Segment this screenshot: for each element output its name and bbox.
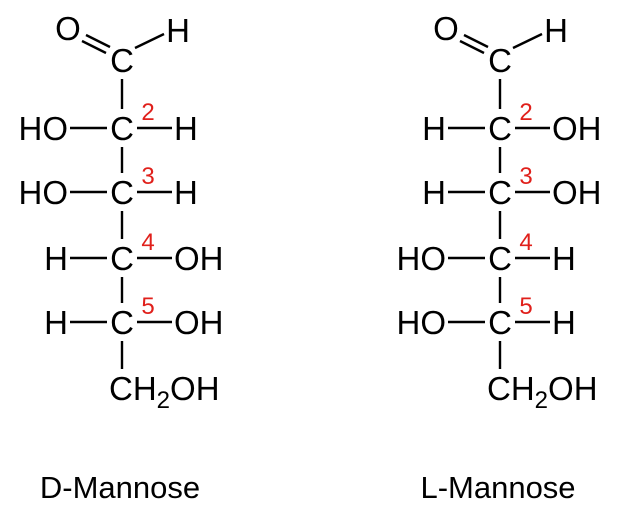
double-bond [463, 33, 489, 49]
carbon-5: C [110, 304, 134, 341]
molecule-name: D-Mannose [40, 470, 200, 505]
molecule-name: L-Mannose [420, 470, 575, 505]
carbon-2: C [488, 110, 512, 147]
right-substituent: H [552, 304, 576, 341]
carbon-3: C [110, 174, 134, 211]
ch-part: CH [487, 370, 535, 407]
carbon-4: C [110, 240, 134, 277]
single-bond [134, 32, 165, 50]
subscript-2: 2 [535, 387, 548, 414]
carbon-number-label: 4 [141, 229, 154, 256]
carbon-4: C [488, 240, 512, 277]
carbon-number-label: 2 [141, 99, 154, 126]
hydroxymethyl-group: CH2OH [109, 370, 220, 414]
double-bond [459, 39, 485, 55]
left-substituent: HO [397, 240, 447, 277]
right-substituent: H [174, 110, 198, 147]
left-substituent: H [422, 110, 446, 147]
right-substituent: OH [552, 174, 602, 211]
carbon-1: C [110, 42, 134, 79]
right-substituent: OH [552, 110, 602, 147]
right-substituent: H [552, 240, 576, 277]
carbon-number-label: 5 [519, 293, 532, 320]
hydroxymethyl-group: CH2OH [487, 370, 598, 414]
carbon-number-label: 4 [519, 229, 532, 256]
single-bond [512, 32, 543, 50]
left-substituent: HO [397, 304, 447, 341]
aldehyde-oxygen: O [433, 10, 459, 47]
oh-part: OH [170, 370, 220, 407]
carbon-3: C [488, 174, 512, 211]
carbon-1: C [488, 42, 512, 79]
right-substituent: OH [174, 304, 224, 341]
aldehyde-hydrogen: H [544, 12, 568, 49]
carbon-5: C [488, 304, 512, 341]
double-bond [81, 39, 107, 55]
right-substituent: OH [174, 240, 224, 277]
aldehyde-hydrogen: H [166, 12, 190, 49]
left-substituent: HO [19, 174, 69, 211]
carbon-number-label: 5 [141, 293, 154, 320]
left-substituent: H [44, 240, 68, 277]
left-substituent: HO [19, 110, 69, 147]
carbon-number-label: 3 [141, 163, 154, 190]
carbon-2: C [110, 110, 134, 147]
oh-part: OH [548, 370, 598, 407]
left-substituent: H [422, 174, 446, 211]
aldehyde-oxygen: O [55, 10, 81, 47]
subscript-2: 2 [157, 387, 170, 414]
double-bond [85, 33, 111, 49]
carbon-number-label: 3 [519, 163, 532, 190]
left-substituent: H [44, 304, 68, 341]
right-substituent: H [174, 174, 198, 211]
carbon-number-label: 2 [519, 99, 532, 126]
ch-part: CH [109, 370, 157, 407]
